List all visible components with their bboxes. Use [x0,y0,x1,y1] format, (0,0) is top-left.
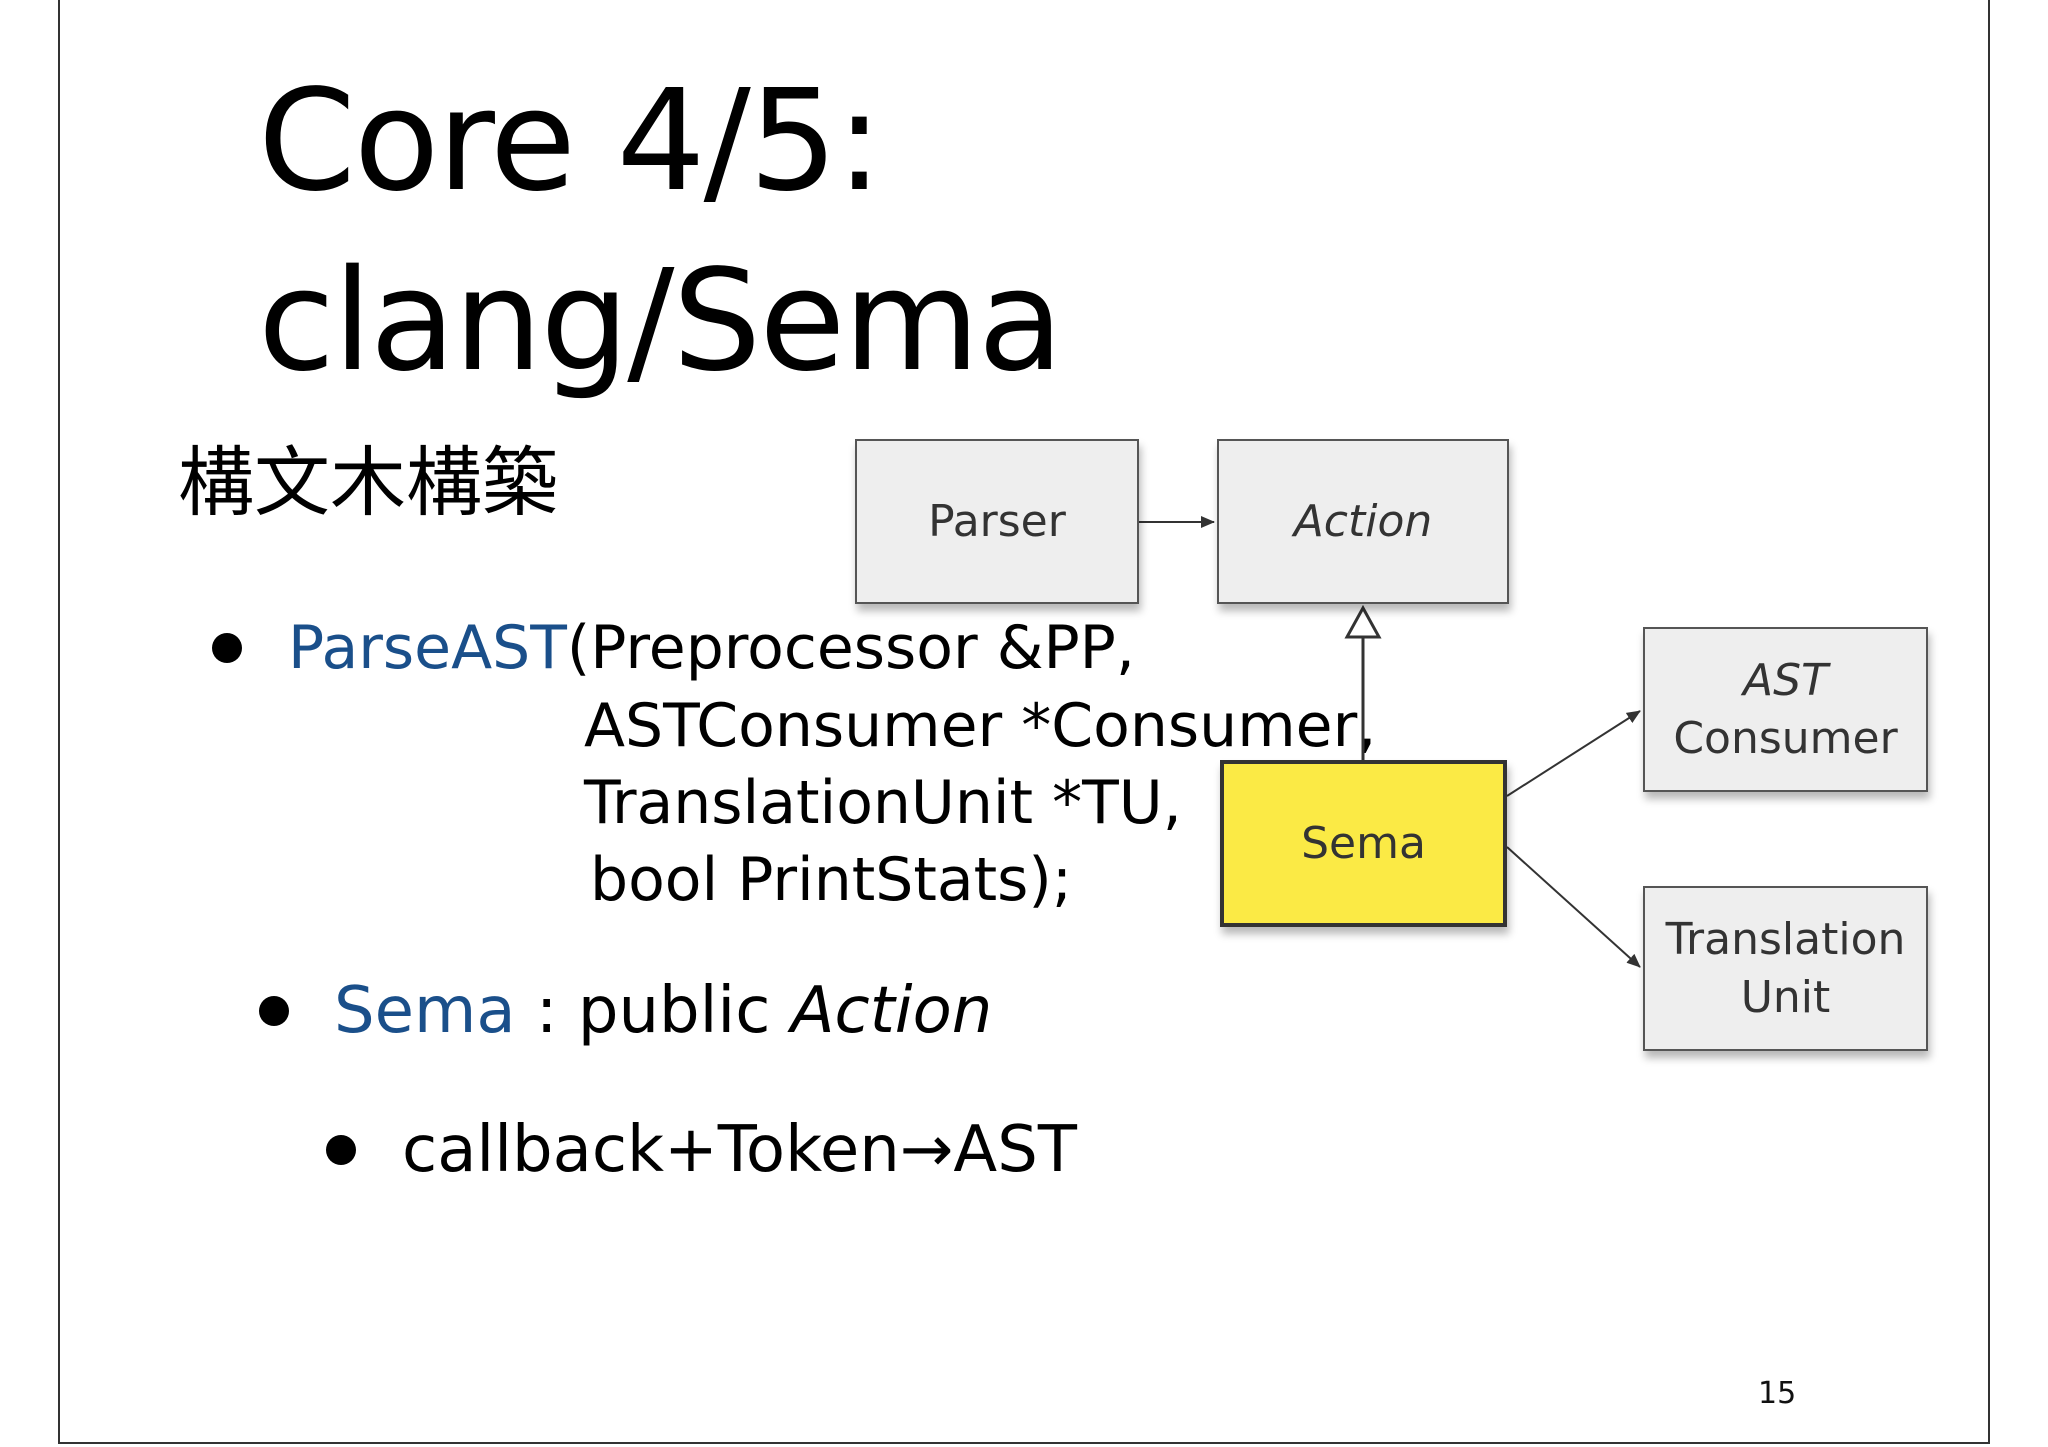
callback-text: callback+Token→AST [402,1113,1077,1187]
sema-class-name: Sema [334,974,516,1048]
bullet-2-dot [259,996,289,1026]
sema-box: Sema [1220,760,1507,927]
sema-base-class: Action [790,974,993,1048]
subtitle: 構文木構築 [178,438,558,527]
translation-unit-label-1: Translation [1665,913,1906,965]
page-number: 15 [1758,1376,1797,1411]
slide-title: Core 4/5: clang/Sema [258,52,1064,412]
translation-unit-box: Translation Unit [1643,886,1928,1051]
sema-inheritance: Sema : public Action [334,973,992,1049]
bullet-1-dot [212,633,242,663]
bullet-3-dot [326,1135,356,1165]
sema-separator: : public [515,974,791,1048]
ast-consumer-box: AST Consumer [1643,627,1928,792]
parseast-line-1: ParseAST(Preprocessor &PP, [288,610,1135,686]
parser-box: Parser [855,439,1139,604]
title-line-1: Core 4/5: [258,60,883,223]
parseast-param-1: (Preprocessor &PP, [566,613,1135,683]
ast-consumer-label-2: Consumer [1673,712,1898,764]
ast-consumer-label-1: AST [1743,654,1828,706]
title-line-2: clang/Sema [258,240,1064,403]
parseast-line-4: bool PrintStats); [590,845,1073,915]
parseast-func-name: ParseAST [288,613,567,683]
sema-to-translation-unit-arrow [1506,846,1641,968]
parseast-line-2: ASTConsumer *Consumer, [584,691,1377,761]
parseast-line-3: TranslationUnit *TU, [584,768,1182,838]
inheritance-triangle-icon [1344,604,1382,639]
action-box: Action [1217,439,1509,604]
translation-unit-label-2: Unit [1740,971,1831,1023]
sema-to-ast-consumer-arrow [1506,710,1641,797]
